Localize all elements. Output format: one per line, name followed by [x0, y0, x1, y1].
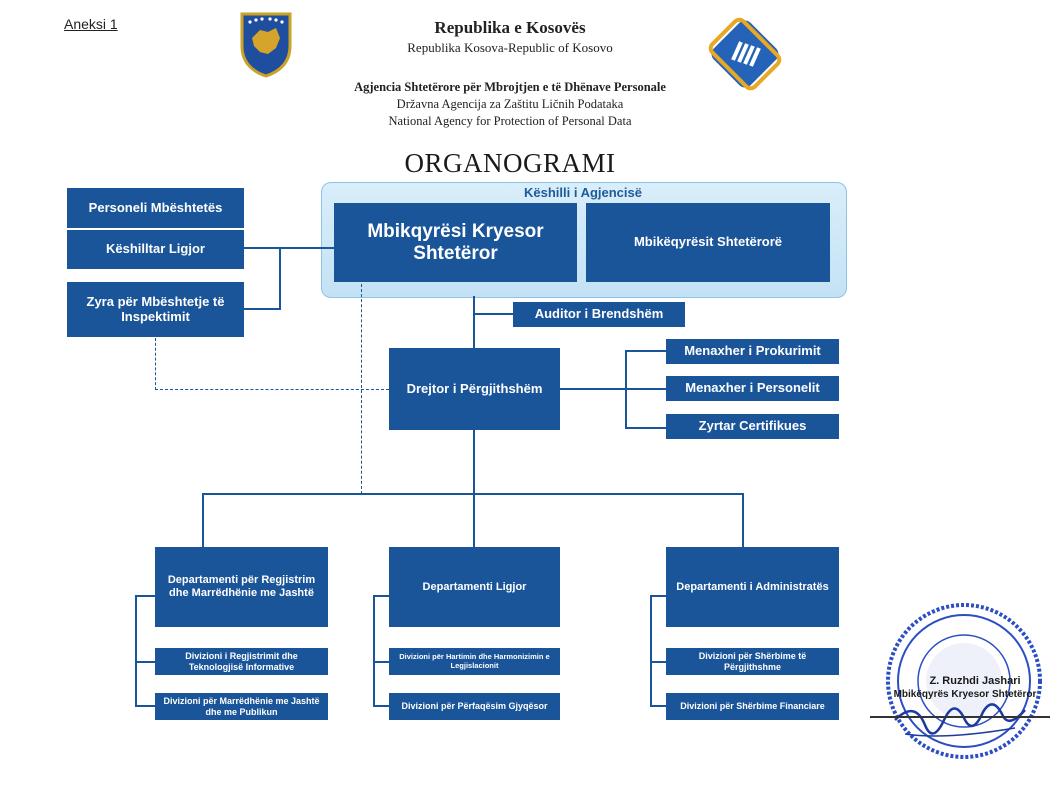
certifying-officer-box: Zyrtar Certifikues — [666, 414, 839, 439]
annex-label: Aneksi 1 — [64, 16, 118, 32]
dotted-connector-chief-departments — [361, 284, 362, 494]
signature-line — [870, 716, 1050, 718]
connector-dept2-vertical — [373, 595, 375, 706]
internal-auditor-box: Auditor i Brendshëm — [513, 302, 685, 327]
organogram-title: ORGANOGRAMI — [404, 148, 616, 178]
connector-dept2-stub — [373, 595, 389, 597]
division-judicial-representation-box: Divizioni për Përfaqësim Gjyqësor — [389, 693, 560, 720]
support-staff-box: Personeli Mbështetës — [67, 188, 244, 228]
agency-name-english: National Agency for Protection of Person… — [388, 114, 632, 128]
connector-dept3-div2 — [650, 705, 666, 707]
kosovo-coat-of-arms — [238, 10, 294, 78]
connector-dept3-stub — [650, 595, 666, 597]
department-legal-box: Departamenti Ligjor — [389, 547, 560, 627]
connector-dept3-div1 — [650, 661, 666, 663]
division-drafting-legislation-box: Divizioni për Hartimin dhe Harmonizimin … — [389, 648, 560, 675]
division-registration-it-box: Divizioni i Regjistrimit dhe Teknologjis… — [155, 648, 328, 675]
connector-dept1-div1 — [135, 661, 155, 663]
division-foreign-relations-box: Divizioni për Marrëdhënie me Jashtë dhe … — [155, 693, 328, 720]
connector-certifier — [625, 427, 666, 429]
connector-legal-advisor — [244, 247, 334, 249]
connector-departments-horizontal — [202, 493, 742, 495]
general-director-box: Drejtor i Përgjithshëm — [389, 348, 560, 430]
connector-department-3 — [742, 493, 744, 547]
connector-dept3-vertical — [650, 595, 652, 706]
inspection-support-office-box: Zyra për Mbështetje të Inspektimit — [67, 282, 244, 337]
connector-director-departments — [473, 430, 475, 494]
agency-name-albanian: Agjencia Shtetërore për Mbrojtjen e të D… — [354, 80, 666, 94]
dotted-connector-director — [155, 389, 389, 390]
official-stamp — [883, 600, 1045, 762]
connector-dept2-div2 — [373, 705, 389, 707]
connector-department-2 — [473, 493, 475, 547]
connector-dept1-stub — [135, 595, 155, 597]
chief-supervisor-box: Mbikqyrësi Kryesor Shtetëror — [334, 203, 577, 282]
connector-dept2-div1 — [373, 661, 389, 663]
signatory-title: Mbikëqyrës Kryesor Shtetëror — [893, 689, 1037, 700]
state-supervisors-box: Mbikëqyrësit Shtetërorë — [586, 203, 830, 282]
signatory-name: Z. Ruzhdi Jashari — [929, 675, 1021, 687]
division-financial-services-box: Divizioni për Shërbime Financiare — [666, 693, 839, 720]
connector-dept1-div2 — [135, 705, 155, 707]
connector-director-right — [560, 388, 626, 390]
connector-inspection-office — [244, 308, 281, 310]
connector-dept1-vertical — [135, 595, 137, 706]
connector-auditor — [473, 313, 513, 315]
connector-department-1 — [202, 493, 204, 547]
division-general-services-box: Divizioni për Shërbime të Përgjithshme — [666, 648, 839, 675]
department-registration-box: Departamenti për Regjistrim dhe Marrëdhë… — [155, 547, 328, 627]
dotted-connector-inspection — [155, 338, 156, 390]
council-label: Këshilli i Agjencisë — [523, 185, 642, 200]
department-administration-box: Departamenti i Administratës — [666, 547, 839, 627]
header-title: Republika e Kosovës — [434, 18, 586, 37]
connector-left-vertical — [279, 247, 281, 309]
agency-logo — [705, 14, 785, 94]
header-subtitle: Republika Kosova-Republic of Kosovo — [407, 40, 613, 55]
connector-council-director — [473, 296, 475, 348]
connector-personnel — [625, 388, 666, 390]
agency-name-serbian: Državna Agencija za Zaštitu Ličnih Podat… — [396, 97, 624, 111]
procurement-manager-box: Menaxher i Prokurimit — [666, 339, 839, 364]
personnel-manager-box: Menaxher i Personelit — [666, 376, 839, 401]
connector-procurement — [625, 350, 666, 352]
legal-advisor-box: Këshilltar Ligjor — [67, 229, 244, 269]
